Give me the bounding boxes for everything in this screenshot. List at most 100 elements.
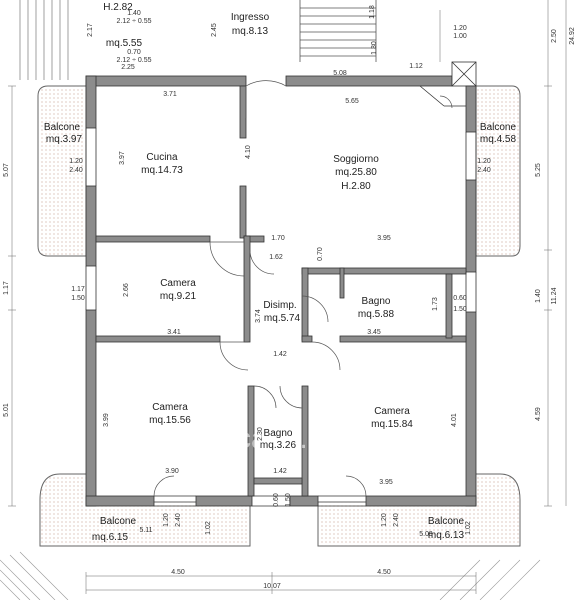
ingresso-name: Ingresso xyxy=(231,12,270,23)
dim-24-92: 24.92 xyxy=(569,27,576,45)
dim-1-40: 1.40 xyxy=(127,10,141,17)
camera3-area: mq.15.84 xyxy=(371,419,413,430)
dim-1-40-right: 1.40 xyxy=(535,289,542,303)
dimension-labels: 1.40 2.12 ÷ 0.55 0.70 2.12 ÷ 0.55 2.25 1… xyxy=(69,10,491,590)
dim-1-20-top: 1.20 xyxy=(453,25,467,32)
stairs-left-outside xyxy=(19,0,69,80)
dim-0-70b: 0.70 xyxy=(317,247,324,261)
dim-2-40-w: 2.40 xyxy=(69,167,83,174)
cucina-area: mq.14.73 xyxy=(141,165,183,176)
camera1-name: Camera xyxy=(160,278,196,289)
bagno1-area: mq.5.88 xyxy=(358,309,395,320)
dim-3-41: 3.41 xyxy=(167,329,181,336)
dim-10-07: 10.07 xyxy=(263,583,281,590)
dim-1-20-e: 1.20 xyxy=(477,158,491,165)
stairs-bottom-outside xyxy=(0,551,541,600)
dim-1-12: 1.12 xyxy=(409,63,423,70)
dim-5-25: 5.25 xyxy=(535,163,542,177)
dim-4-01: 4.01 xyxy=(451,413,458,427)
dim-11-24: 11.24 xyxy=(551,287,558,304)
soggiorno-height: H.2.80 xyxy=(341,181,371,192)
bagno1-name: Bagno xyxy=(362,296,391,307)
dim-3-71: 3.71 xyxy=(163,91,177,98)
dim-1-02b: 1.02 xyxy=(465,521,472,535)
dim-0-60b: 0.60 xyxy=(273,493,280,507)
camera3-name: Camera xyxy=(374,406,410,417)
dim-3-74: 3.74 xyxy=(255,309,262,323)
dimension-labels-vertical: 2.17 2.45 1.30 1.18 4.10 3.97 0.70 2.66 … xyxy=(3,5,576,535)
room-labels: H.2.82 mq.5.55 Ingresso mq.8.13 Cucina m… xyxy=(44,2,517,543)
dim-2-40-e: 2.40 xyxy=(477,167,491,174)
dim-3-95b: 3.95 xyxy=(379,479,393,486)
dim-1-02a: 1.02 xyxy=(205,521,212,535)
camera2-area: mq.15.56 xyxy=(149,415,191,426)
dim-5-07: 5.07 xyxy=(3,163,10,177)
soggiorno-name: Soggiorno xyxy=(333,154,379,165)
stairs-top xyxy=(299,0,377,62)
camera1-area: mq.9.21 xyxy=(160,291,197,302)
dim-1-18: 1.18 xyxy=(369,5,376,19)
balcony-east-area: mq.4.58 xyxy=(480,134,517,145)
dim-4-59: 4.59 xyxy=(535,407,542,421)
bagno2-area: mq.3.26 xyxy=(260,440,297,451)
dim-4-50b: 4.50 xyxy=(377,569,391,576)
dim-1-50-e: 1.50 xyxy=(453,306,467,313)
balcony-west-area: mq.3.97 xyxy=(46,134,83,145)
dim-3-45: 3.45 xyxy=(367,329,381,336)
dim-2-45: 2.45 xyxy=(211,23,218,37)
dim-1-00-top: 1.00 xyxy=(453,33,467,40)
dim-4-10: 4.10 xyxy=(245,145,252,159)
dim-2-17: 2.17 xyxy=(87,23,94,37)
dim-1-42b: 1.42 xyxy=(273,468,287,475)
cucina-name: Cucina xyxy=(146,152,178,163)
balcony-southeast xyxy=(317,473,521,547)
watermark-text: casa.it xyxy=(236,422,323,455)
balcony-east-name: Balcone xyxy=(480,122,517,133)
balcony-sw-area: mq.6.15 xyxy=(92,532,129,543)
dim-1-42a: 1.42 xyxy=(273,351,287,358)
dim-1-17-w: 1.17 xyxy=(71,286,85,293)
dim-1-50-w: 1.50 xyxy=(71,295,85,302)
dim-4-50a: 4.50 xyxy=(171,569,185,576)
dim-2-30: 2.30 xyxy=(257,427,264,441)
camera2-name: Camera xyxy=(152,402,188,413)
dim-3-99: 3.99 xyxy=(103,413,110,427)
hall-area: mq.5.55 xyxy=(106,38,143,49)
bagno2-name: Bagno xyxy=(264,428,293,439)
dim-1-70: 1.70 xyxy=(271,235,285,242)
balcony-southwest xyxy=(39,473,251,547)
balcony-se-area: mq.6.13 xyxy=(428,530,465,541)
balcony-west-name: Balcone xyxy=(44,122,81,133)
dim-3-95: 3.95 xyxy=(377,235,391,242)
balcony-west xyxy=(37,85,87,257)
dim-1-30: 1.30 xyxy=(371,41,378,55)
dim-2-25: 2.25 xyxy=(121,64,135,71)
dim-2-40-se: 2.40 xyxy=(393,513,400,527)
balcony-se-name: Balcone xyxy=(428,516,465,527)
disimp-area: mq.5.74 xyxy=(264,313,301,324)
door-swings xyxy=(153,80,453,497)
dim-3-97: 3.97 xyxy=(119,151,126,165)
dim-0-60: 0.60 xyxy=(453,295,467,302)
watermark: casa.it xyxy=(208,422,323,455)
dim-1-20-sw: 1.20 xyxy=(163,513,170,527)
soggiorno-area: mq.25.80 xyxy=(335,167,377,178)
dim-1-20-se: 1.20 xyxy=(381,513,388,527)
dim-2-40-sw: 2.40 xyxy=(175,513,182,527)
dim-1-73: 1.73 xyxy=(432,297,439,311)
dim-2-50: 2.50 xyxy=(551,29,558,43)
disimp-name: Disimp. xyxy=(263,300,296,311)
dim-5-08: 5.08 xyxy=(333,70,347,77)
dim-1-17-left: 1.17 xyxy=(3,281,10,295)
dim-5-09: 5.09 xyxy=(419,531,433,538)
dim-5-01: 5.01 xyxy=(3,403,10,417)
dim-3-90: 3.90 xyxy=(165,468,179,475)
dim-0-70: 0.70 xyxy=(127,49,141,56)
dim-2-66: 2.66 xyxy=(123,283,130,297)
dimension-lines xyxy=(8,0,567,594)
dim-5-65: 5.65 xyxy=(345,98,359,105)
dim-1-62: 1.62 xyxy=(269,254,283,261)
dim-2-12a: 2.12 ÷ 0.55 xyxy=(117,18,152,25)
balcony-east xyxy=(475,85,521,257)
dim-2-12b: 2.12 ÷ 0.55 xyxy=(117,57,152,64)
